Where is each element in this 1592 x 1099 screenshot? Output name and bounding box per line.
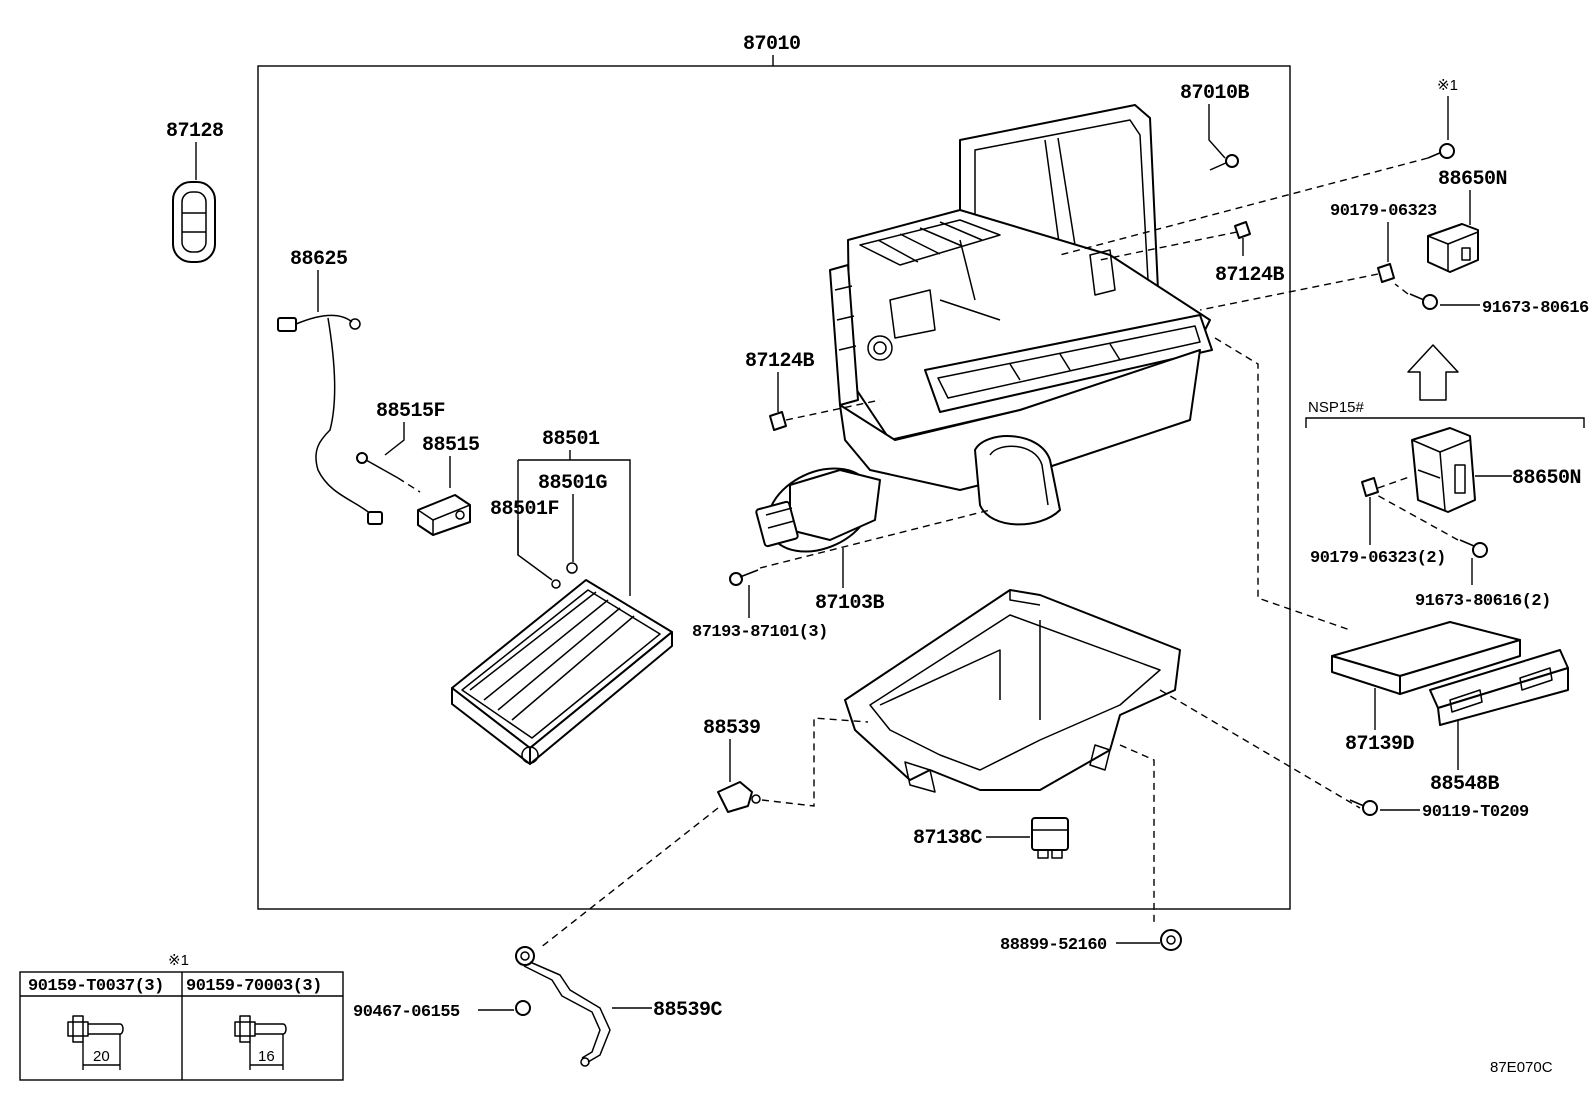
sensor-88539 xyxy=(717,781,761,813)
callout-88539[interactable]: 88539 xyxy=(703,717,761,740)
heater-case-body xyxy=(829,104,1213,526)
callout-88650N-top[interactable]: 88650N xyxy=(1438,168,1508,191)
resistor-88650N-top xyxy=(1427,223,1479,273)
bolt-part-2[interactable]: 90159-70003(3) xyxy=(186,977,322,996)
clip-90179-bottom xyxy=(1361,477,1379,497)
callout-88501G[interactable]: 88501G xyxy=(538,472,608,495)
callout-87193[interactable]: 87193-87101(3) xyxy=(692,623,828,642)
bolt-part-1[interactable]: 90159-T0037(3) xyxy=(28,977,164,996)
callout-91673-top[interactable]: 91673-80616 xyxy=(1482,299,1590,318)
callout-88650N-bottom[interactable]: 88650N xyxy=(1512,467,1582,490)
callout-88625[interactable]: 88625 xyxy=(290,248,348,271)
callout-87010[interactable]: 87010 xyxy=(743,33,801,56)
callout-88539C[interactable]: 88539C xyxy=(653,999,723,1022)
callout-88548B[interactable]: 88548B xyxy=(1430,773,1500,796)
screw-87010B xyxy=(1209,154,1239,171)
callout-88515[interactable]: 88515 xyxy=(422,434,480,457)
lower-case xyxy=(844,589,1181,793)
hose-88539C xyxy=(515,946,611,1067)
clip-90179-top xyxy=(1377,263,1395,283)
callout-90179-bottom[interactable]: 90179-06323(2) xyxy=(1310,549,1446,568)
callout-88899[interactable]: 88899-52160 xyxy=(1000,936,1108,955)
callout-88501[interactable]: 88501 xyxy=(542,428,601,451)
screw-91673-bottom xyxy=(1459,539,1488,558)
callout-90119[interactable]: 90119-T0209 xyxy=(1422,803,1530,822)
actuator-87138C xyxy=(1031,817,1069,859)
resistor-88650N-bottom xyxy=(1411,427,1476,513)
up-arrow-icon xyxy=(1407,344,1459,401)
screw-note1-top xyxy=(1427,143,1455,159)
screw-88515F xyxy=(356,452,399,479)
callout-87103B[interactable]: 87103B xyxy=(815,592,885,615)
bolt-length-2: 16 xyxy=(258,1048,275,1065)
note-1-top: ※1 xyxy=(1437,77,1458,94)
sensor-88515 xyxy=(417,494,471,536)
callout-91673-bottom[interactable]: 91673-80616(2) xyxy=(1415,592,1551,611)
callout-88515F[interactable]: 88515F xyxy=(376,400,446,423)
cover-88548B xyxy=(1429,649,1569,726)
grommet-87128 xyxy=(172,181,216,263)
note-1-table: ※1 xyxy=(168,952,189,969)
assembly-frame xyxy=(257,65,1291,910)
screw-90119 xyxy=(1349,799,1378,816)
callout-90179-top[interactable]: 90179-06323 xyxy=(1330,202,1438,221)
variant-label: NSP15# xyxy=(1308,399,1365,416)
callout-87010B[interactable]: 87010B xyxy=(1180,82,1250,105)
variant-bracket xyxy=(1305,417,1585,428)
callout-87139D[interactable]: 87139D xyxy=(1345,733,1415,756)
callout-87128[interactable]: 87128 xyxy=(166,120,224,143)
filter-87139D xyxy=(1331,621,1521,695)
screw-87193 xyxy=(729,569,759,586)
figure-code: 87E070C xyxy=(1490,1059,1553,1076)
nut-88899 xyxy=(1160,929,1182,951)
clip-90467 xyxy=(515,1000,531,1016)
screw-91673-top xyxy=(1409,293,1438,310)
clip-87124B-left xyxy=(769,411,787,431)
callout-87138C[interactable]: 87138C xyxy=(913,827,983,850)
blower-motor-87103B xyxy=(755,467,881,553)
bolt-table xyxy=(19,971,344,1081)
wire-harness-88625 xyxy=(277,314,383,525)
callout-88501F[interactable]: 88501F xyxy=(490,498,560,521)
bolt-length-1: 20 xyxy=(93,1048,110,1065)
bolt-drawing-1 xyxy=(67,1015,124,1070)
callout-87124B-left[interactable]: 87124B xyxy=(745,350,815,373)
callout-87124B-top[interactable]: 87124B xyxy=(1215,264,1285,287)
clip-87124B-top xyxy=(1234,221,1251,239)
bolt-drawing-2 xyxy=(234,1015,287,1070)
evaporator-88501 xyxy=(451,579,673,765)
callout-90467[interactable]: 90467-06155 xyxy=(353,1003,461,1022)
